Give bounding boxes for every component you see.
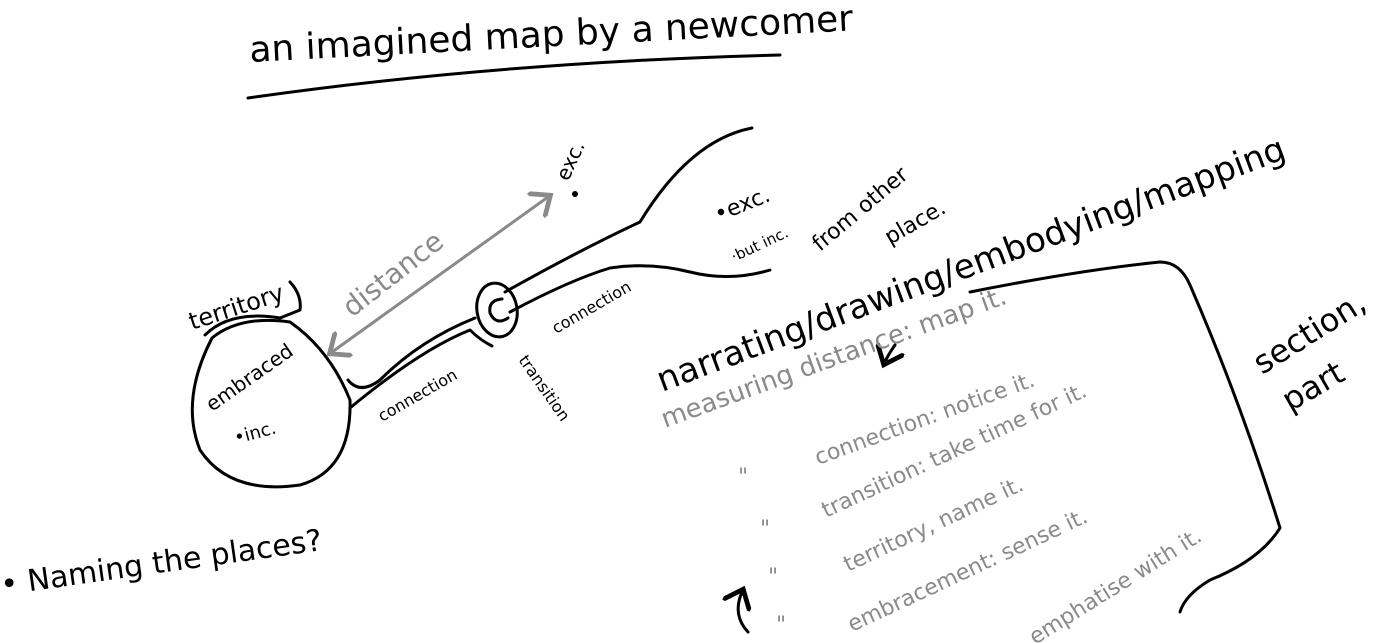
road-lower-right [508, 264, 772, 314]
process-heading: narrating/drawing/embodying/mapping [651, 129, 1291, 400]
label-transition: transition [515, 351, 574, 424]
step-4-mark: " [768, 565, 778, 590]
distance-arrow [332, 197, 548, 352]
label-inc: •inc. [232, 418, 279, 449]
title-underline [246, 53, 782, 100]
label-embraced: embraced [201, 339, 297, 417]
loop-arrow [738, 592, 748, 634]
naming-question: • Naming the places? [0, 523, 324, 603]
step-5-mark: " [776, 613, 786, 638]
spiral-inner [488, 297, 510, 323]
bracket-curve [968, 260, 1282, 614]
curl-arrow [885, 345, 895, 362]
label-but-inc: ·but inc. [728, 223, 791, 265]
step-2-mark: " [738, 465, 748, 490]
label-exc-right: •exc. [711, 183, 774, 228]
label-territory: territory [185, 279, 287, 336]
label-exc-top: exc. [551, 137, 590, 184]
territory-bracket [203, 280, 302, 337]
label-place: place. [881, 195, 951, 250]
sketch-title: an imagined map by a newcomer [248, 0, 854, 71]
territory-blob [190, 318, 352, 489]
step-3-mark: " [760, 517, 770, 542]
exc-dot [572, 191, 578, 197]
